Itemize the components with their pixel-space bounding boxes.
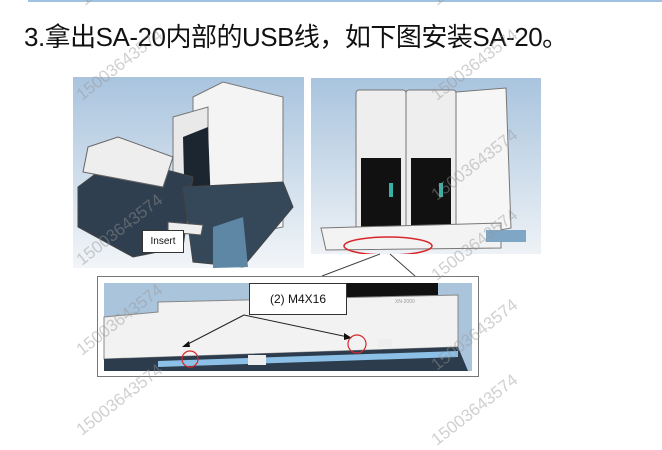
page-title: 3.拿出SA-20内部的USB线，如下图安装SA-20。: [24, 22, 568, 52]
figure-installed-sa20: [311, 78, 541, 254]
screw-spec-label: (2) M4X16: [249, 283, 347, 315]
screw-circle-left: [181, 350, 199, 368]
screw-circle-right: [347, 334, 367, 354]
insert-label: Insert: [142, 230, 184, 253]
highlight-circle: [343, 236, 433, 254]
pointer-arrows: [181, 314, 367, 368]
callout-lines: [321, 253, 416, 277]
figure-insert-sa20: [73, 77, 304, 268]
header-rule: [28, 0, 662, 2]
model-text: XN-2000: [395, 299, 415, 305]
